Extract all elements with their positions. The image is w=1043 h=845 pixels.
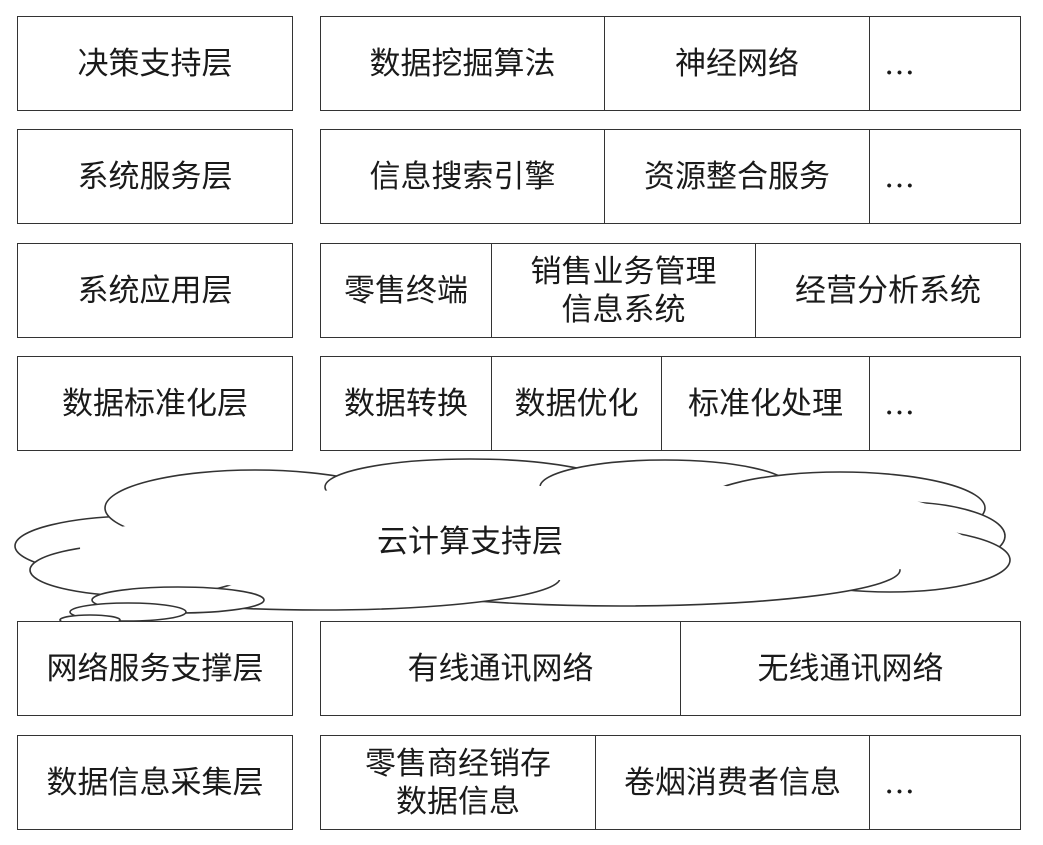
layer-items-system-application: 零售终端 销售业务管理 信息系统 经营分析系统 bbox=[320, 243, 1021, 338]
item-standardization-processing: 标准化处理 bbox=[662, 357, 870, 450]
layer-label-data-standardization: 数据标准化层 bbox=[17, 356, 293, 451]
cloud-label: 云计算支持层 bbox=[377, 524, 563, 560]
cloud-shape bbox=[14, 458, 1011, 626]
item-retail-terminal: 零售终端 bbox=[321, 244, 492, 337]
item-ellipsis: … bbox=[884, 158, 915, 195]
item-data-optimization: 数据优化 bbox=[492, 357, 662, 450]
item-resource-integration: 资源整合服务 bbox=[605, 130, 870, 223]
layer-items-system-service: 信息搜索引擎 资源整合服务 … bbox=[320, 129, 1021, 224]
layer-label-system-service: 系统服务层 bbox=[17, 129, 293, 224]
item-data-mining-algorithm: 数据挖掘算法 bbox=[321, 17, 605, 110]
layer-label-decision-support: 决策支持层 bbox=[17, 16, 293, 111]
layer-label-system-application: 系统应用层 bbox=[17, 243, 293, 338]
item-sales-management-system: 销售业务管理 信息系统 bbox=[492, 244, 756, 337]
item-ellipsis: … bbox=[884, 385, 915, 422]
item-wireless-network: 无线通讯网络 bbox=[757, 650, 944, 687]
item-ellipsis: … bbox=[884, 764, 915, 801]
item-neural-network: 神经网络 bbox=[605, 17, 870, 110]
item-consumer-info: 卷烟消费者信息 bbox=[596, 736, 870, 829]
item-wired-network: 有线通讯网络 bbox=[321, 622, 681, 715]
item-business-analysis-system: 经营分析系统 bbox=[795, 272, 981, 309]
item-data-conversion: 数据转换 bbox=[321, 357, 492, 450]
item-retailer-inventory-data: 零售商经销存 数据信息 bbox=[321, 736, 596, 829]
layer-items-network-service-support: 有线通讯网络 无线通讯网络 bbox=[320, 621, 1021, 716]
layer-items-data-collection: 零售商经销存 数据信息 卷烟消费者信息 … bbox=[320, 735, 1021, 830]
layer-items-data-standardization: 数据转换 数据优化 标准化处理 … bbox=[320, 356, 1021, 451]
item-search-engine: 信息搜索引擎 bbox=[321, 130, 605, 223]
layer-items-decision-support: 数据挖掘算法 神经网络 … bbox=[320, 16, 1021, 111]
layer-label-data-collection: 数据信息采集层 bbox=[17, 735, 293, 830]
item-ellipsis: … bbox=[884, 45, 915, 82]
layer-label-network-service-support: 网络服务支撑层 bbox=[17, 621, 293, 716]
